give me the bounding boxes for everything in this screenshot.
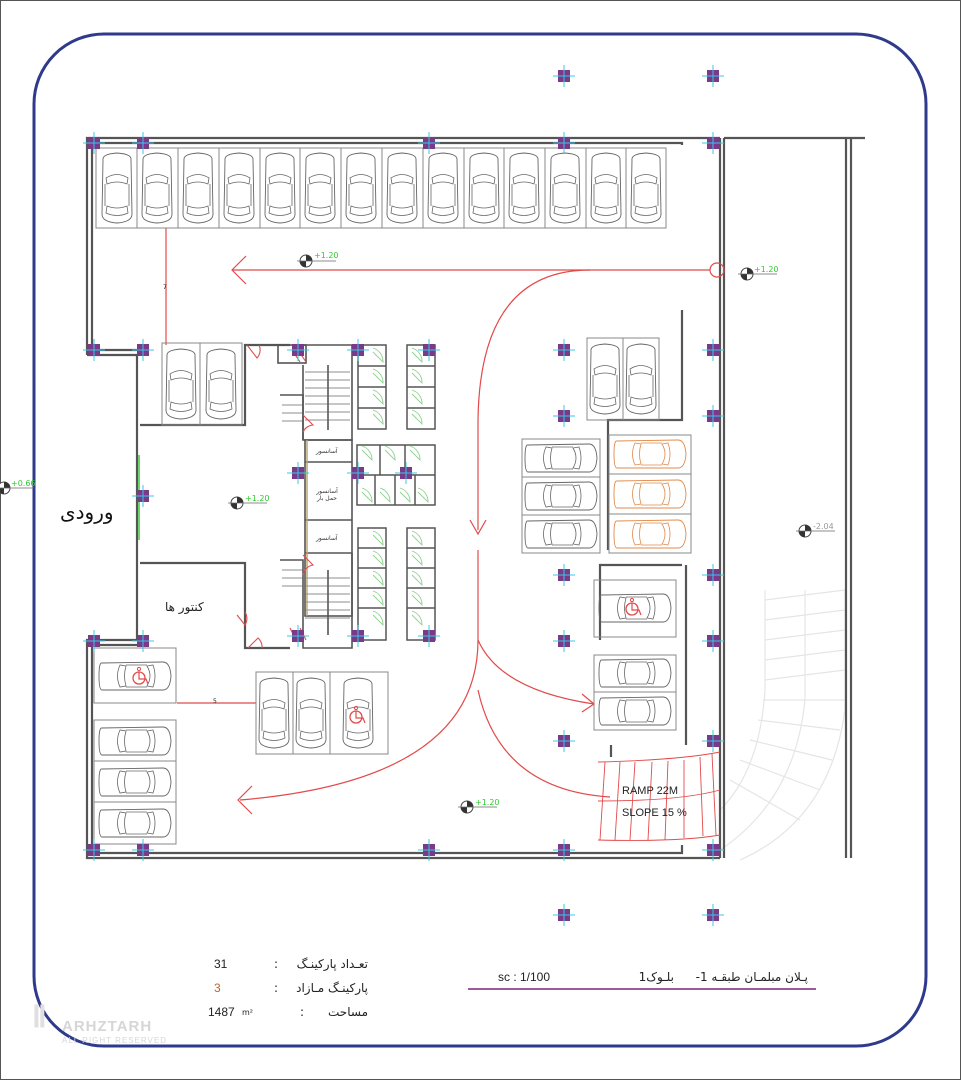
ramp <box>597 751 721 841</box>
summary-unit-area: m² <box>242 1008 253 1017</box>
title-underline <box>468 988 816 990</box>
summary-sep-area: : <box>300 1005 305 1019</box>
drawing-block: بلـوک1 <box>638 970 674 984</box>
walls <box>85 136 865 860</box>
watermark-brand: ARHZTARH <box>62 1018 153 1035</box>
level-outside: +0.66 <box>11 479 36 488</box>
watermark-logo-icon: Ⅱ <box>32 1001 48 1034</box>
bay-dividers <box>94 148 691 803</box>
dimension-vertical: 7 <box>163 284 167 291</box>
title-frame <box>32 32 928 1048</box>
room-entrance: ورودی <box>60 500 114 524</box>
room-elevator-freight: آسانسور حمل بار <box>316 488 338 502</box>
drawing-scale: sc : 1/100 <box>498 970 551 984</box>
room-meters: کنتور ها <box>165 600 204 614</box>
lower-ramp-ghost <box>719 589 846 861</box>
cars-surplus <box>613 439 687 549</box>
summary-label-surplus: پارکینـگ مـازاد <box>296 981 368 995</box>
traffic-flow <box>165 228 725 815</box>
summary-value-area: 1487 <box>208 1005 235 1019</box>
stair-treads <box>282 371 350 619</box>
level-lobby: +1.20 <box>245 494 270 503</box>
summary-value-total: 31 <box>214 957 228 971</box>
ramp-length: RAMP 22M <box>622 785 679 797</box>
accessible-symbols <box>132 597 642 724</box>
level-right-top: +1.20 <box>754 265 779 274</box>
level-top-aisle: +1.20 <box>314 251 339 260</box>
summary-label-area: مساحت <box>328 1005 368 1019</box>
dimension-horizontal: 5 <box>213 698 217 705</box>
stair-core <box>277 344 353 649</box>
level-bottom-aisle: +1.20 <box>475 798 500 807</box>
watermark-rights: ALL RIGHT RESERVED <box>62 1036 167 1045</box>
storage-units <box>356 344 436 641</box>
summary-sep-total: : <box>274 957 279 971</box>
level-ramp-area: -2.04 <box>813 522 834 531</box>
room-elevator-1: آسانسور <box>316 448 338 455</box>
ramp-slope: SLOPE 15 % <box>622 807 687 819</box>
drawing-title: پـلان مبلمـان طبقـه 1- <box>695 970 808 984</box>
summary-label-total: تعـداد پارکینـگ <box>296 957 368 971</box>
room-elevator-2: آسانسور <box>316 535 338 542</box>
cars-other <box>98 343 672 838</box>
summary-sep-surplus: : <box>274 981 279 995</box>
parking-bays <box>93 147 692 845</box>
summary-value-surplus: 3 <box>214 981 221 995</box>
